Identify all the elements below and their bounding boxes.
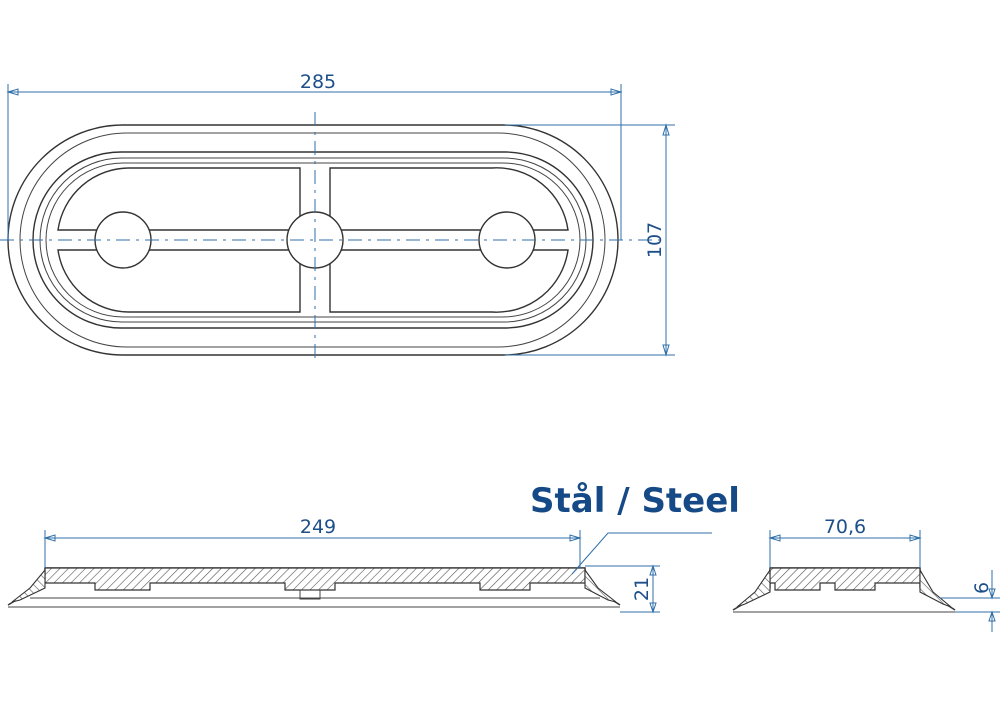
pocket-top-left — [57, 167, 301, 231]
side-lip-right — [584, 568, 617, 603]
dimension-height-side: 21 — [631, 577, 653, 601]
side-lip-left — [11, 568, 46, 603]
material-leader-line — [571, 532, 712, 575]
material-label: Stål / Steel — [530, 481, 740, 521]
side-hatched-body — [44, 567, 586, 591]
dimension-width-end: 70,6 — [824, 516, 866, 538]
top-view: 285 107 — [0, 71, 675, 358]
pocket-top-right — [329, 167, 569, 231]
pocket-bottom-right — [329, 249, 569, 313]
dimension-length-side: 249 — [300, 516, 336, 538]
dimension-width-top: 107 — [644, 222, 666, 258]
pocket-bottom-left — [57, 249, 301, 313]
end-section-view: 70,6 6 — [732, 516, 1000, 632]
end-lip-left — [736, 568, 771, 608]
dimension-length-top: 285 — [300, 71, 336, 93]
end-lip-right — [919, 567, 952, 608]
dimension-thickness-end: 6 — [971, 582, 993, 594]
side-section-view: 249 21 Stål / Steel — [7, 481, 740, 614]
end-hatched-body — [769, 567, 921, 591]
